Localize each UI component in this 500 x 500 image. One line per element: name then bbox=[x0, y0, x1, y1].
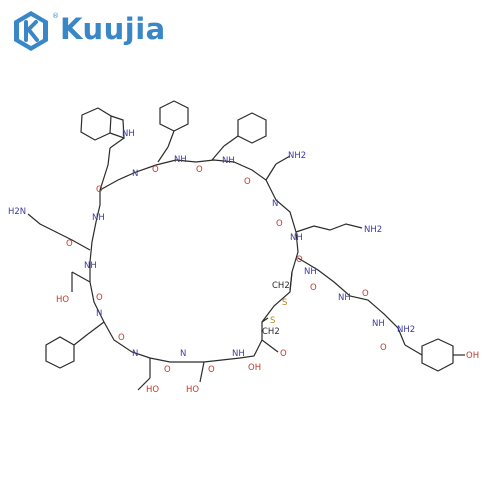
sulfur-1-label: S bbox=[282, 298, 287, 308]
phe-ring-1 bbox=[159, 100, 189, 132]
brand-logo[interactable]: ® Kuujia bbox=[12, 10, 182, 56]
macrocycle-backbone bbox=[89, 159, 299, 363]
ch2-b-label: CH2 bbox=[262, 327, 280, 337]
carbonyl-o-label: O bbox=[296, 255, 303, 265]
lys2-nh2-label: H2N bbox=[8, 207, 26, 217]
nh-label: NH bbox=[232, 349, 245, 359]
carbonyl-o-label: O bbox=[118, 333, 125, 343]
nh-label: NH bbox=[304, 267, 317, 277]
nh-label: NH bbox=[92, 213, 105, 223]
registered-mark: ® bbox=[52, 12, 59, 20]
thr1-oh-label: HO bbox=[56, 295, 69, 305]
atom-labels: NH2 NH2 H2N NH2 HO HO HO OH OH NH S S CH… bbox=[8, 129, 479, 395]
kuujia-hexagon-icon bbox=[14, 11, 48, 51]
ch2-a-label: CH2 bbox=[272, 281, 290, 291]
lys1-nh2-label: NH2 bbox=[364, 225, 382, 235]
carbonyl-o-label: O bbox=[152, 165, 159, 175]
nh-label: NH bbox=[338, 293, 351, 303]
nh-label: NH bbox=[84, 261, 97, 271]
nh-label: NH bbox=[174, 155, 187, 165]
ser-oh-label: HO bbox=[186, 385, 199, 395]
carbonyl-o-label: O bbox=[244, 177, 251, 187]
phe-ring-2 bbox=[237, 112, 267, 144]
sulfur-2-label: S bbox=[270, 316, 275, 326]
tyr-nh2-label: NH2 bbox=[397, 325, 415, 335]
carbonyl-o-label: O bbox=[276, 219, 283, 229]
nh-label: NH bbox=[372, 319, 385, 329]
nh-label: NH bbox=[222, 156, 235, 166]
carbonyl-o-label: O bbox=[362, 289, 369, 299]
trp-nh-label: NH bbox=[122, 129, 135, 139]
nh-label: N bbox=[132, 169, 138, 179]
nh-label: N bbox=[272, 199, 278, 209]
nh-label: N bbox=[180, 349, 186, 359]
phe-ring-3 bbox=[45, 336, 75, 369]
nh-label: N bbox=[132, 349, 138, 359]
carbonyl-o-label: O bbox=[380, 343, 387, 353]
backbone-labels: N NH NH N NH NH NH NH NH N N N NH NH O O… bbox=[66, 155, 387, 375]
tyr-oh-label: OH bbox=[466, 351, 479, 361]
carbonyl-o-label: O bbox=[96, 185, 103, 195]
carbonyl-o-label: O bbox=[310, 283, 317, 293]
trp-benzene-ring bbox=[80, 107, 112, 141]
brand-name: Kuujia bbox=[60, 12, 166, 46]
bond-lines bbox=[27, 100, 465, 391]
thr2-oh-label: HO bbox=[146, 385, 159, 395]
carbonyl-o-label: O bbox=[196, 165, 203, 175]
carbonyl-o-label: O bbox=[164, 365, 171, 375]
nh-label: NH bbox=[290, 233, 303, 243]
carbonyl-o-label: O bbox=[208, 365, 215, 375]
carbonyl-o-label: O bbox=[96, 293, 103, 303]
amide-nh2-label: NH2 bbox=[288, 151, 306, 161]
nh-label: N bbox=[96, 309, 102, 319]
tyr-ring bbox=[421, 338, 454, 372]
acid-oh-label: OH bbox=[248, 363, 261, 373]
carbonyl-o-label: O bbox=[66, 239, 73, 249]
carbonyl-o-label: O bbox=[280, 349, 287, 359]
